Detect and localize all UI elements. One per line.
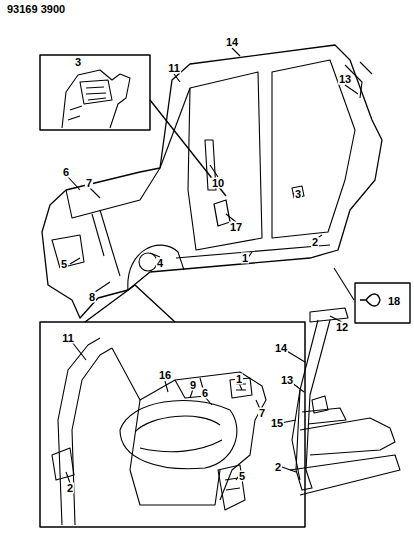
callout-number: 8 (88, 292, 96, 303)
callout-number: 15 (270, 418, 284, 429)
callout-number: 1 (235, 374, 243, 385)
callout-number: 14 (225, 37, 239, 48)
callout-number: 3 (74, 57, 82, 68)
callout-number: 7 (85, 178, 93, 189)
callout-number: 13 (338, 74, 352, 85)
callout-number: 11 (61, 333, 75, 344)
callout-number: 9 (189, 380, 197, 391)
callout-number: 18 (387, 296, 401, 307)
callout-number: 2 (66, 483, 74, 494)
callout-number: 4 (156, 258, 164, 269)
callout-number: 1 (241, 253, 249, 264)
callout-number: 7 (258, 408, 266, 419)
callout-number: 10 (211, 178, 225, 189)
callout-number: 3 (294, 189, 302, 200)
callout-number: 6 (201, 388, 209, 399)
callout-number: 13 (280, 375, 294, 386)
callout-number: 6 (62, 167, 70, 178)
callout-number: 5 (60, 259, 68, 270)
callout-number: 12 (335, 322, 349, 333)
callout-number: 14 (274, 343, 288, 354)
callout-number: 16 (158, 370, 172, 381)
callout-number: 5 (238, 471, 246, 482)
callout-number: 2 (311, 237, 319, 248)
callout-number: 2 (274, 462, 282, 473)
callout-number: 17 (229, 222, 243, 233)
drawing-number: 93169 3900 (6, 4, 66, 15)
callout-number: 11 (167, 63, 181, 74)
